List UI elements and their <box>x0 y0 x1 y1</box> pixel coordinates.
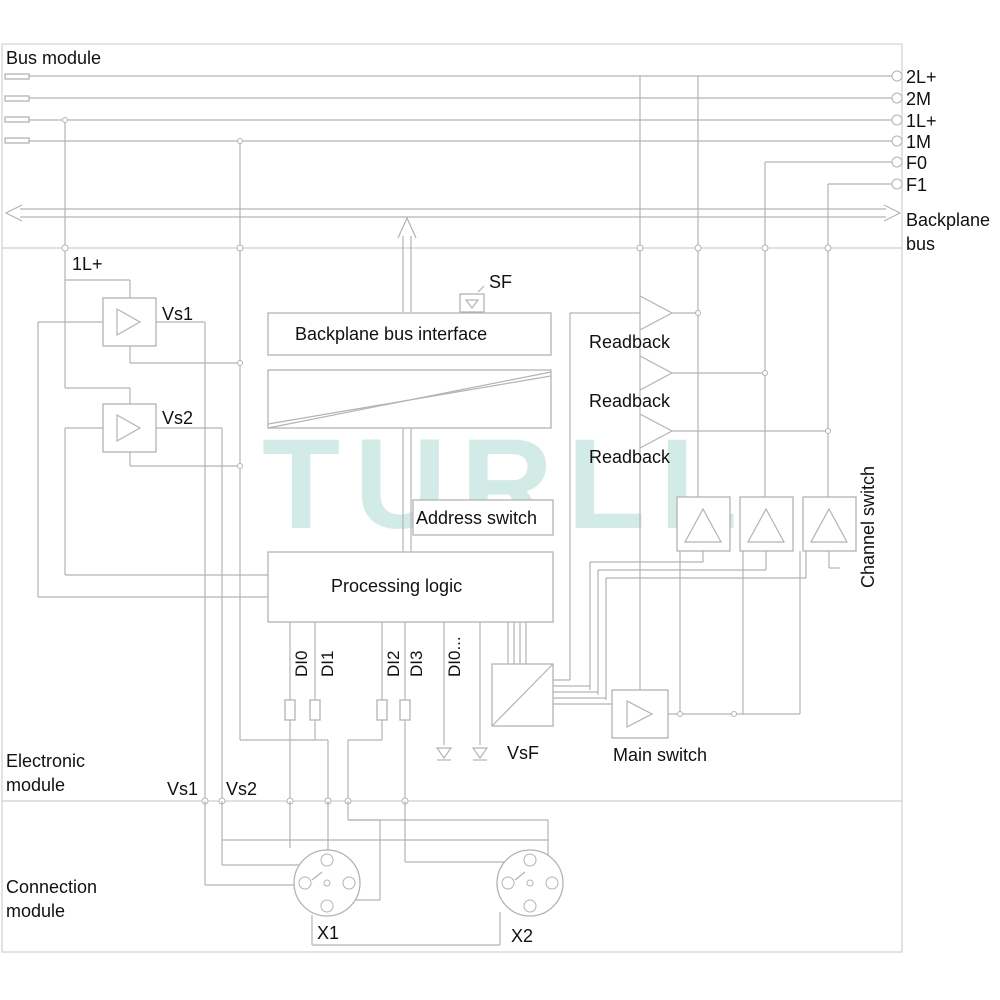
isolation-block <box>267 369 552 552</box>
processing-logic-block <box>267 551 554 623</box>
interface-up-arrow <box>397 216 417 312</box>
bus-rails <box>4 73 892 185</box>
vs2-amplifier <box>102 403 157 453</box>
channel-switch-1 <box>676 496 731 552</box>
backplane-bus-label-1: Backplane <box>906 210 990 230</box>
connector-x1-icon <box>293 849 361 917</box>
readback-label-3: Readback <box>589 447 671 467</box>
connector-x2-label: X2 <box>511 926 533 946</box>
address-switch-block <box>412 499 554 536</box>
channel-switch-3 <box>802 496 857 552</box>
processing-logic-label: Processing logic <box>331 576 462 596</box>
backplane-interface-block <box>267 312 552 356</box>
connection-vs2-label: Vs2 <box>226 779 257 799</box>
channel-switch-label: Channel switch <box>858 466 878 588</box>
input-di3-label: DI3 <box>407 651 426 677</box>
input-di2-label: DI2 <box>384 651 403 677</box>
main-switch-block <box>611 689 669 739</box>
input-di1-label: DI1 <box>318 651 337 677</box>
connection-module-label-2: module <box>6 901 65 921</box>
vs2-label: Vs2 <box>162 408 193 428</box>
address-switch-label: Address switch <box>416 508 537 528</box>
readback-label-1: Readback <box>589 332 671 352</box>
channel-switch-wiring <box>553 551 840 717</box>
terminal-f0: F0 <box>906 153 927 173</box>
connector-x1-label: X1 <box>317 923 339 943</box>
vs1-amplifier <box>102 297 157 347</box>
terminal-1l-plus: 1L+ <box>906 111 937 131</box>
readback-label-2: Readback <box>589 391 671 411</box>
connection-wiring <box>204 801 549 946</box>
vsf-label: VsF <box>507 743 539 763</box>
channel-switch-2 <box>739 496 794 552</box>
vsf-block <box>491 622 554 727</box>
status-leds-icon <box>435 622 489 761</box>
backplane-interface-label: Backplane bus interface <box>295 324 487 344</box>
connection-module-label-1: Connection <box>6 877 97 897</box>
connection-vs1-label: Vs1 <box>167 779 198 799</box>
terminal-2l-plus: 2L+ <box>906 67 937 87</box>
connector-x2-icon <box>496 849 564 917</box>
main-switch-label: Main switch <box>613 745 707 765</box>
input-di0-label: DI0 <box>292 651 311 677</box>
supply-1l-plus-label: 1L+ <box>72 254 103 274</box>
backplane-bus-label-2: bus <box>906 234 935 254</box>
backplane-bus-arrow <box>4 204 902 222</box>
vs1-label: Vs1 <box>162 304 193 324</box>
bus-module-label: Bus module <box>6 48 101 68</box>
sf-led-icon <box>459 285 485 313</box>
input-channel-wiring <box>240 622 411 801</box>
vs-supply-wiring <box>37 279 268 801</box>
sf-label: SF <box>489 272 512 292</box>
electronic-module-label-1: Electronic <box>6 751 85 771</box>
readback-wiring <box>569 295 831 680</box>
electronic-module-label-2: module <box>6 775 65 795</box>
terminal-circles <box>891 70 903 190</box>
bus-drop-lines <box>61 76 832 740</box>
terminal-f1: F1 <box>906 175 927 195</box>
terminal-2m: 2M <box>906 89 931 109</box>
outer-frame <box>1 43 903 953</box>
terminal-1m: 1M <box>906 132 931 152</box>
input-di0-more-label: DI0... <box>445 636 464 677</box>
